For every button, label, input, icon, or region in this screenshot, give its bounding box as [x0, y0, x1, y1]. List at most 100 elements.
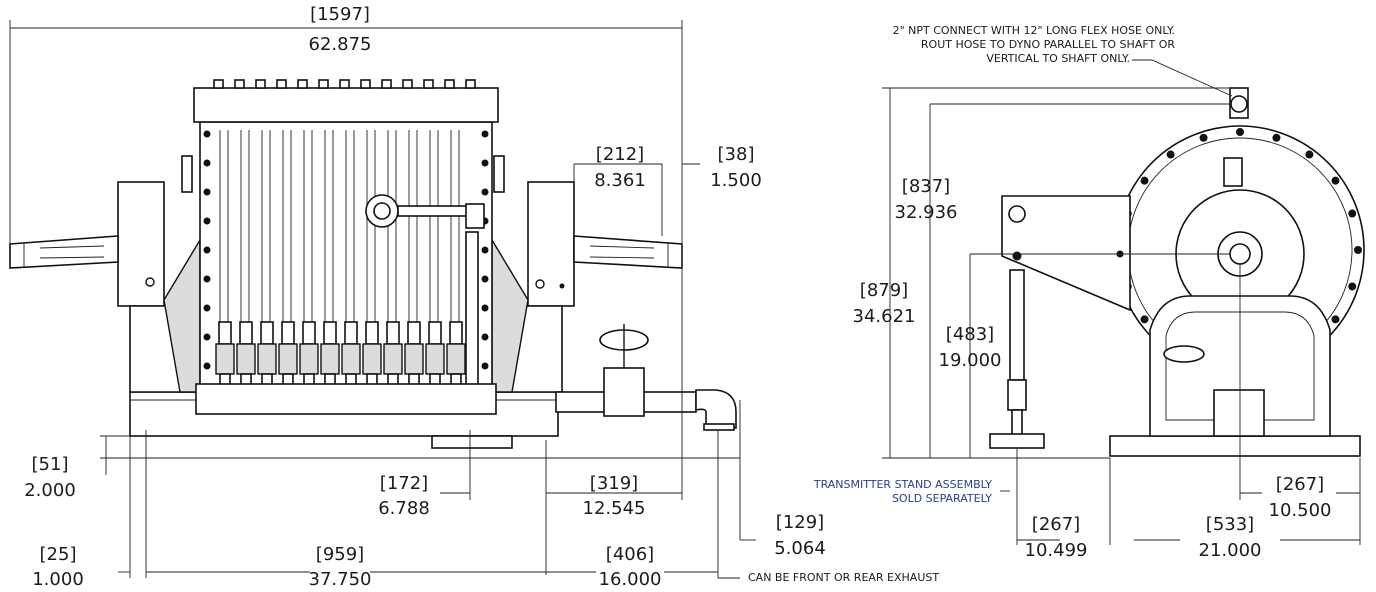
note-hose-line1: 2" NPT CONNECT WITH 12" LONG FLEX HOSE O… — [893, 24, 1175, 37]
dim-exhaust-offset-imperial: 12.545 — [583, 498, 646, 519]
dim-base-width-metric: [533] — [1206, 514, 1254, 535]
top-bolt — [402, 79, 413, 89]
top-bolt — [339, 79, 350, 89]
top-bolt — [318, 79, 329, 89]
end-bolt — [1199, 133, 1208, 142]
dim-foot-edge-metric: [25] — [40, 544, 77, 565]
dim-exhaust-offset-metric: [319] — [590, 473, 638, 494]
valve-body — [425, 343, 445, 375]
valve-body — [278, 343, 298, 375]
dim-end-span-imperial: 16.000 — [599, 569, 662, 590]
valve-body — [320, 343, 340, 375]
dim-exhaust-drop-metric: [129] — [776, 512, 824, 533]
side-view-dimension-lines — [9, 20, 756, 579]
end-shaft — [1229, 243, 1251, 265]
note-hose-line3: VERTICAL TO SHAFT ONLY. — [986, 52, 1130, 65]
top-manifold — [193, 87, 499, 123]
end-view — [989, 87, 1365, 457]
right-shaft — [573, 235, 683, 269]
valve-stem — [428, 321, 442, 345]
dim-shaft-height-imperial: 19.000 — [939, 350, 1002, 371]
side-bolt — [481, 159, 489, 167]
dim-shaft-height-metric: [483] — [946, 324, 994, 345]
side-bolt — [203, 275, 211, 283]
top-bolt — [360, 79, 371, 89]
side-bolt — [481, 333, 489, 341]
left-fitting — [181, 155, 193, 193]
right-bearing-flange — [527, 181, 575, 307]
top-manifold-bolts — [213, 79, 476, 89]
end-bolt — [1305, 150, 1314, 159]
valve-stem — [260, 321, 274, 345]
end-bolt — [1166, 150, 1175, 159]
side-bolt — [481, 188, 489, 196]
dim-exhaust-drop-imperial: 5.064 — [774, 538, 826, 559]
top-bolt — [444, 79, 455, 89]
valve-body — [299, 343, 319, 375]
side-bolt — [203, 217, 211, 225]
side-base-pad — [431, 435, 513, 449]
end-bolt — [1236, 128, 1244, 136]
dim-valve-offset-metric: [172] — [380, 473, 428, 494]
dim-overall-metric: [1597] — [310, 4, 370, 25]
dim-base-height-imperial: 2.000 — [24, 480, 76, 501]
transmitter-stand-base — [989, 433, 1045, 449]
transmitter-bracket — [1001, 195, 1131, 312]
side-bolt — [481, 130, 489, 138]
end-bolt — [1348, 282, 1357, 291]
top-bolt — [465, 79, 476, 89]
dim-foot-edge-imperial: 1.000 — [32, 569, 84, 590]
dim-half-width-metric: [267] — [1276, 474, 1324, 495]
valve-stem — [365, 321, 379, 345]
top-bolt — [213, 79, 224, 89]
end-valve-handwheel — [1163, 345, 1205, 363]
valve-body — [362, 343, 382, 375]
side-view — [9, 79, 737, 449]
transmitter-stand-clamp — [1007, 379, 1027, 411]
transmitter-stand-post — [1011, 409, 1023, 437]
left-bearing-flange — [117, 181, 165, 307]
bottom-rail — [195, 383, 497, 415]
dim-hose-height-metric: [837] — [902, 176, 950, 197]
side-bolt — [203, 246, 211, 254]
right-fitting — [493, 155, 505, 193]
side-bolt — [203, 333, 211, 341]
top-bolt — [276, 79, 287, 89]
valve-stem — [449, 321, 463, 345]
side-bolt — [481, 304, 489, 312]
end-view-labels: 2" NPT CONNECT WITH 12" LONG FLEX HOSE O… — [813, 24, 1332, 561]
side-bolt — [203, 130, 211, 138]
valve-stem — [407, 321, 421, 345]
valve-body — [446, 343, 466, 375]
dim-valve-offset-imperial: 6.788 — [378, 498, 430, 519]
housing-ribs — [219, 130, 460, 330]
valve-body — [215, 343, 235, 375]
note-hose-line2: ROUT HOSE TO DYNO PARALLEL TO SHAFT OR — [921, 38, 1175, 51]
valve-stem — [239, 321, 253, 345]
valve-body — [341, 343, 361, 375]
top-bolt — [381, 79, 392, 89]
dim-top-height-metric: [879] — [860, 280, 908, 301]
valve-body — [236, 343, 256, 375]
end-bolt — [1348, 209, 1357, 218]
valve-body — [257, 343, 277, 375]
side-bolt — [481, 362, 489, 370]
end-bolt — [1272, 133, 1281, 142]
note-transmitter-line2: SOLD SEPARATELY — [892, 492, 992, 505]
dim-end-span-metric: [406] — [606, 544, 654, 565]
end-bolt — [1140, 315, 1149, 324]
note-exhaust: CAN BE FRONT OR REAR EXHAUST — [748, 571, 939, 584]
dim-stand-offset-metric: [267] — [1032, 514, 1080, 535]
end-bolt — [1140, 176, 1149, 185]
top-bolt — [234, 79, 245, 89]
dim-plate-offset-imperial: 1.500 — [710, 170, 762, 191]
top-port — [1223, 157, 1243, 187]
dim-foot-span-imperial: 37.750 — [309, 569, 372, 590]
valve-stem — [386, 321, 400, 345]
dim-foot-span-metric: [959] — [316, 544, 364, 565]
end-bolt — [1354, 246, 1362, 254]
dim-stand-offset-imperial: 10.499 — [1025, 540, 1088, 561]
valve-stem — [344, 321, 358, 345]
end-bolt — [1331, 315, 1340, 324]
side-bolt — [203, 188, 211, 196]
